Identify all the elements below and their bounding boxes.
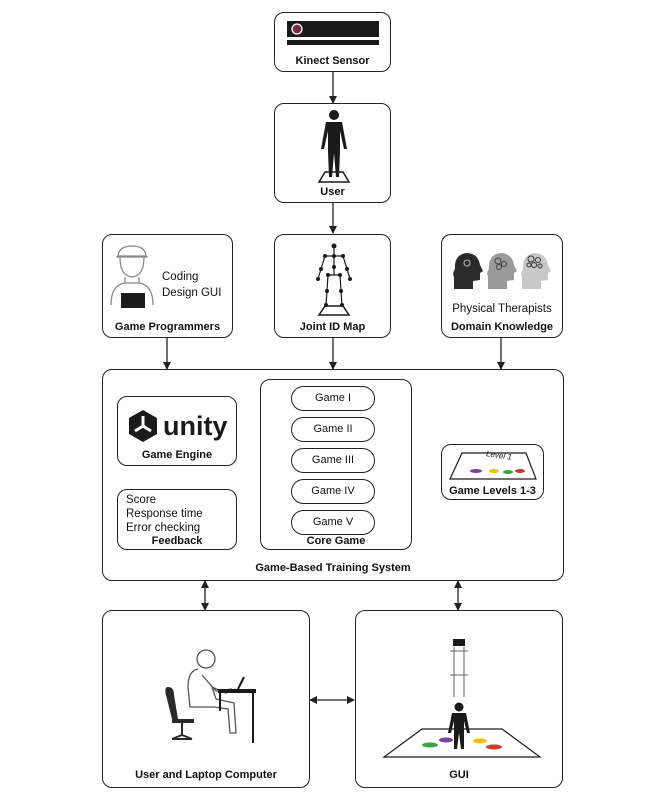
domain-knowledge-node: Physical Therapists Domain Knowledge <box>441 234 563 338</box>
programmer-icon <box>110 245 154 308</box>
game-1-item: Game I <box>291 386 375 411</box>
programmers-task-gui: Design GUI <box>162 287 222 299</box>
feedback-score: Score <box>126 494 157 506</box>
laptop-user-node: User and Laptop Computer <box>102 610 310 788</box>
feedback-error-checking: Error checking <box>126 522 201 534</box>
game-programmers-label: Game Programmers <box>114 321 221 333</box>
standing-user-icon <box>317 110 351 183</box>
gui-scene-icon <box>382 639 542 758</box>
joint-id-map-node: Joint ID Map <box>274 234 391 338</box>
feedback-response-time: Response time <box>126 508 203 520</box>
domain-knowledge-label: Domain Knowledge <box>450 321 554 333</box>
game-levels-node: Level 1 Game Levels 1-3 <box>441 444 544 500</box>
game-levels-label: Game Levels 1-3 <box>449 485 536 497</box>
unity-logo-text: unity <box>163 411 228 441</box>
kinect-sensor-node: Kinect Sensor <box>274 12 391 72</box>
game-4-item: Game IV <box>291 479 375 504</box>
game-3-item: Game III <box>291 448 375 473</box>
kinect-sensor-label: Kinect Sensor <box>295 55 370 67</box>
programmers-task-coding: Coding <box>162 271 199 283</box>
training-system-label: Game-Based Training System <box>255 562 411 574</box>
game-programmers-node: Coding Design GUI Game Programmers <box>102 234 233 338</box>
laptop-user-label: User and Laptop Computer <box>135 769 277 781</box>
level-mat-icon <box>449 452 537 480</box>
skeleton-joint-icon <box>316 243 352 316</box>
therapists-heads-icon <box>453 253 551 289</box>
gui-node: GUI <box>355 610 563 788</box>
joint-id-map-label: Joint ID Map <box>299 321 366 333</box>
kinect-sensor-icon <box>287 21 379 45</box>
game-5-item: Game V <box>291 510 375 535</box>
core-game-label: Core Game <box>306 535 366 547</box>
feedback-node: Score Response time Error checking Feedb… <box>117 489 237 550</box>
unity-logo-icon <box>129 410 157 442</box>
user-label: User <box>320 186 345 198</box>
feedback-label: Feedback <box>151 535 203 547</box>
game-2-item: Game II <box>291 417 375 442</box>
game-engine-node: unity Game Engine <box>117 396 237 466</box>
physical-therapists-text: Physical Therapists <box>452 303 552 315</box>
game-engine-label: Game Engine <box>141 449 213 461</box>
gui-label: GUI <box>449 769 469 781</box>
user-node: User <box>274 103 391 203</box>
seated-user-laptop-icon <box>165 649 256 743</box>
